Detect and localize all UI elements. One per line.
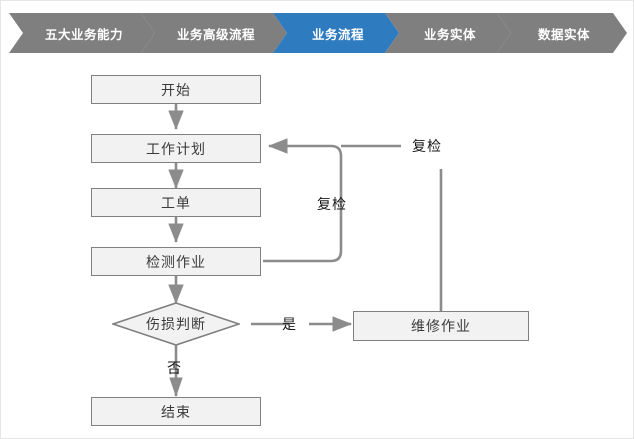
node-judge[interactable]: 伤损判断 (112, 302, 240, 346)
node-repair-label: 维修作业 (411, 318, 471, 334)
breadcrumb-item-1[interactable]: 业务高级流程 (141, 13, 287, 53)
node-start[interactable]: 开始 (91, 75, 261, 104)
breadcrumb-item-4-label: 数据实体 (537, 27, 590, 42)
breadcrumb-item-4[interactable]: 数据实体 (497, 13, 627, 53)
diamond-shape (112, 302, 240, 346)
breadcrumb-item-3-label: 业务实体 (423, 27, 476, 42)
edge-label-recheck-middle: 复检 (317, 194, 347, 214)
node-start-label: 开始 (161, 81, 191, 98)
edge-label-no: 否 (167, 358, 182, 378)
node-inspect[interactable]: 检测作业 (91, 247, 261, 276)
breadcrumb-item-3[interactable]: 业务实体 (385, 13, 511, 53)
breadcrumb: 五大业务能力 业务高级流程 业务流程 业务实体 数据实体 (1, 13, 634, 53)
breadcrumb-item-2[interactable]: 业务流程 (273, 13, 399, 53)
node-judge-label: 伤损判断 (146, 316, 206, 332)
edge-label-recheck-middle-text: 复检 (317, 196, 347, 212)
node-end-label: 结束 (161, 403, 191, 420)
breadcrumb-item-0[interactable]: 五大业务能力 (9, 13, 155, 53)
node-plan-label: 工作计划 (146, 140, 206, 157)
breadcrumb-item-1-label: 业务高级流程 (176, 27, 255, 42)
node-workorder-label: 工单 (161, 194, 191, 211)
breadcrumb-item-0-label: 五大业务能力 (44, 27, 123, 42)
node-plan[interactable]: 工作计划 (91, 134, 261, 163)
node-workorder[interactable]: 工单 (91, 188, 261, 217)
edge-label-recheck-top-text: 复检 (412, 138, 442, 154)
breadcrumb-item-2-label: 业务流程 (311, 27, 364, 42)
edge-label-yes: 是 (282, 314, 297, 334)
node-repair[interactable]: 维修作业 (353, 311, 529, 341)
edge-label-recheck-top: 复检 (412, 136, 442, 156)
edge-label-yes-text: 是 (282, 316, 297, 332)
node-inspect-label: 检测作业 (146, 253, 206, 270)
node-end[interactable]: 结束 (91, 397, 261, 426)
edge-label-no-text: 否 (167, 360, 182, 376)
